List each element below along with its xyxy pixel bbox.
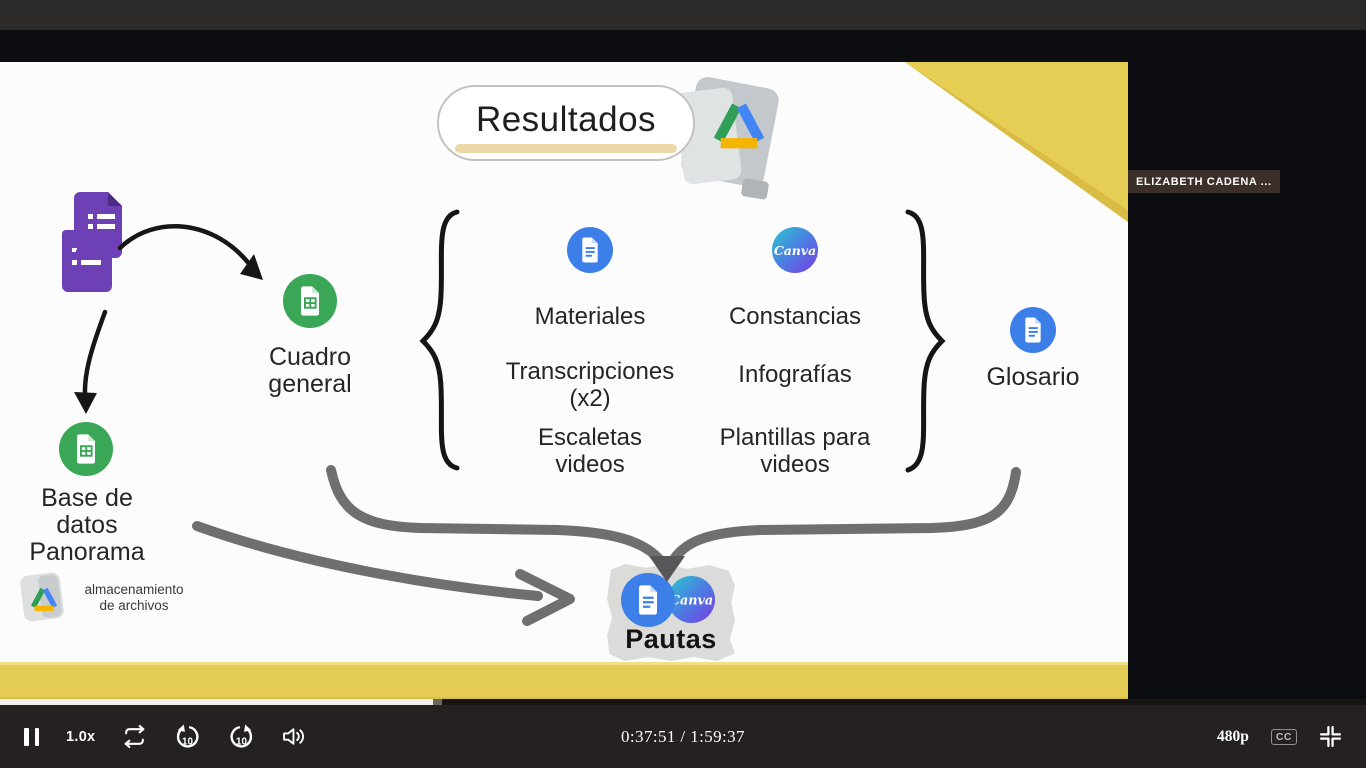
forward-10-icon: 10: [230, 724, 253, 748]
rewind-10-button[interactable]: 10: [174, 724, 201, 749]
compress-icon: [1319, 725, 1342, 748]
gray-arrowhead-right: [515, 569, 575, 626]
google-sheets-icon: [59, 422, 113, 476]
playback-speed-button[interactable]: 1.0x: [66, 728, 96, 745]
volume-button[interactable]: [282, 726, 307, 747]
clipboard-shape-tab: [740, 178, 770, 200]
corner-triangle-shade: [905, 62, 1128, 222]
slide-title: Resultados: [475, 100, 657, 139]
google-sheets-icon: [283, 274, 337, 328]
arrow-forms-to-base: [82, 309, 108, 399]
rewind-10-icon: 10: [177, 724, 199, 748]
label-materiales: Materiales: [534, 303, 646, 330]
label-constancias: Constancias: [728, 303, 862, 330]
exit-fullscreen-button[interactable]: [1319, 725, 1342, 748]
google-docs-icon: [621, 573, 675, 627]
corner-triangle: [905, 62, 1128, 222]
canva-wordmark: Canva: [774, 243, 816, 258]
time-display: 0:37:51 / 1:59:37: [621, 726, 745, 746]
google-drive-icon: [713, 103, 765, 149]
label-transcripciones: Transcripciones (x2): [505, 358, 675, 412]
arrowhead: [74, 392, 97, 414]
gray-path-right: [661, 467, 1021, 577]
participant-name-badge: ELIZABETH CADENA ...: [1128, 170, 1280, 193]
loop-icon: [125, 725, 145, 748]
participant-video-tile[interactable]: ELIZABETH CADENA ...: [1128, 30, 1366, 193]
right-brace: [905, 209, 946, 473]
quality-button[interactable]: 480p: [1216, 727, 1249, 745]
label-almacenamiento: almacenamiento de archivos: [84, 582, 184, 613]
svg-text:10: 10: [182, 736, 193, 747]
slide-title-pill: Resultados: [437, 85, 695, 161]
label-base-datos: Base de datos Panorama: [29, 484, 145, 566]
loop-button[interactable]: [122, 725, 147, 748]
seek-bar-played: [0, 699, 433, 705]
google-forms-icon: [62, 192, 122, 292]
title-underline: [455, 144, 677, 153]
label-glosario: Glosario: [986, 363, 1080, 391]
label-pautas: Pautas: [625, 624, 717, 654]
gray-path-base-to-pautas: [192, 521, 543, 601]
label-plantillas: Plantillas para videos: [719, 424, 871, 478]
captions-button[interactable]: CC: [1270, 728, 1297, 745]
pause-button[interactable]: [24, 727, 39, 746]
video-surface[interactable]: Resultados: [0, 30, 1366, 699]
seek-bar[interactable]: [0, 699, 1366, 705]
google-docs-icon: [567, 227, 613, 273]
label-infografias: Infografías: [738, 361, 852, 388]
volume-icon: [283, 728, 305, 745]
arrow-forms-to-cuadro: [117, 224, 253, 268]
forward-10-button[interactable]: 10: [228, 724, 255, 749]
window-top-bar: [0, 0, 1366, 30]
google-drive-icon: [30, 587, 58, 612]
presentation-slide: Resultados: [0, 62, 1128, 699]
canva-icon: Canva: [772, 227, 818, 273]
seek-handle[interactable]: [433, 699, 442, 705]
player-control-bar: 1.0x 10 10: [0, 705, 1366, 768]
slide-bottom-accent-bar: [0, 662, 1128, 699]
left-brace: [419, 209, 460, 471]
canva-wordmark: Canva: [670, 592, 713, 607]
canva-icon: Canva: [668, 576, 715, 623]
google-docs-icon: [1010, 307, 1056, 353]
label-cuadro-general: Cuadro general: [268, 343, 352, 398]
label-escaletas: Escaletas videos: [537, 424, 643, 478]
arrowhead: [240, 254, 263, 280]
svg-text:10: 10: [236, 736, 247, 747]
gray-path-left: [326, 465, 671, 575]
